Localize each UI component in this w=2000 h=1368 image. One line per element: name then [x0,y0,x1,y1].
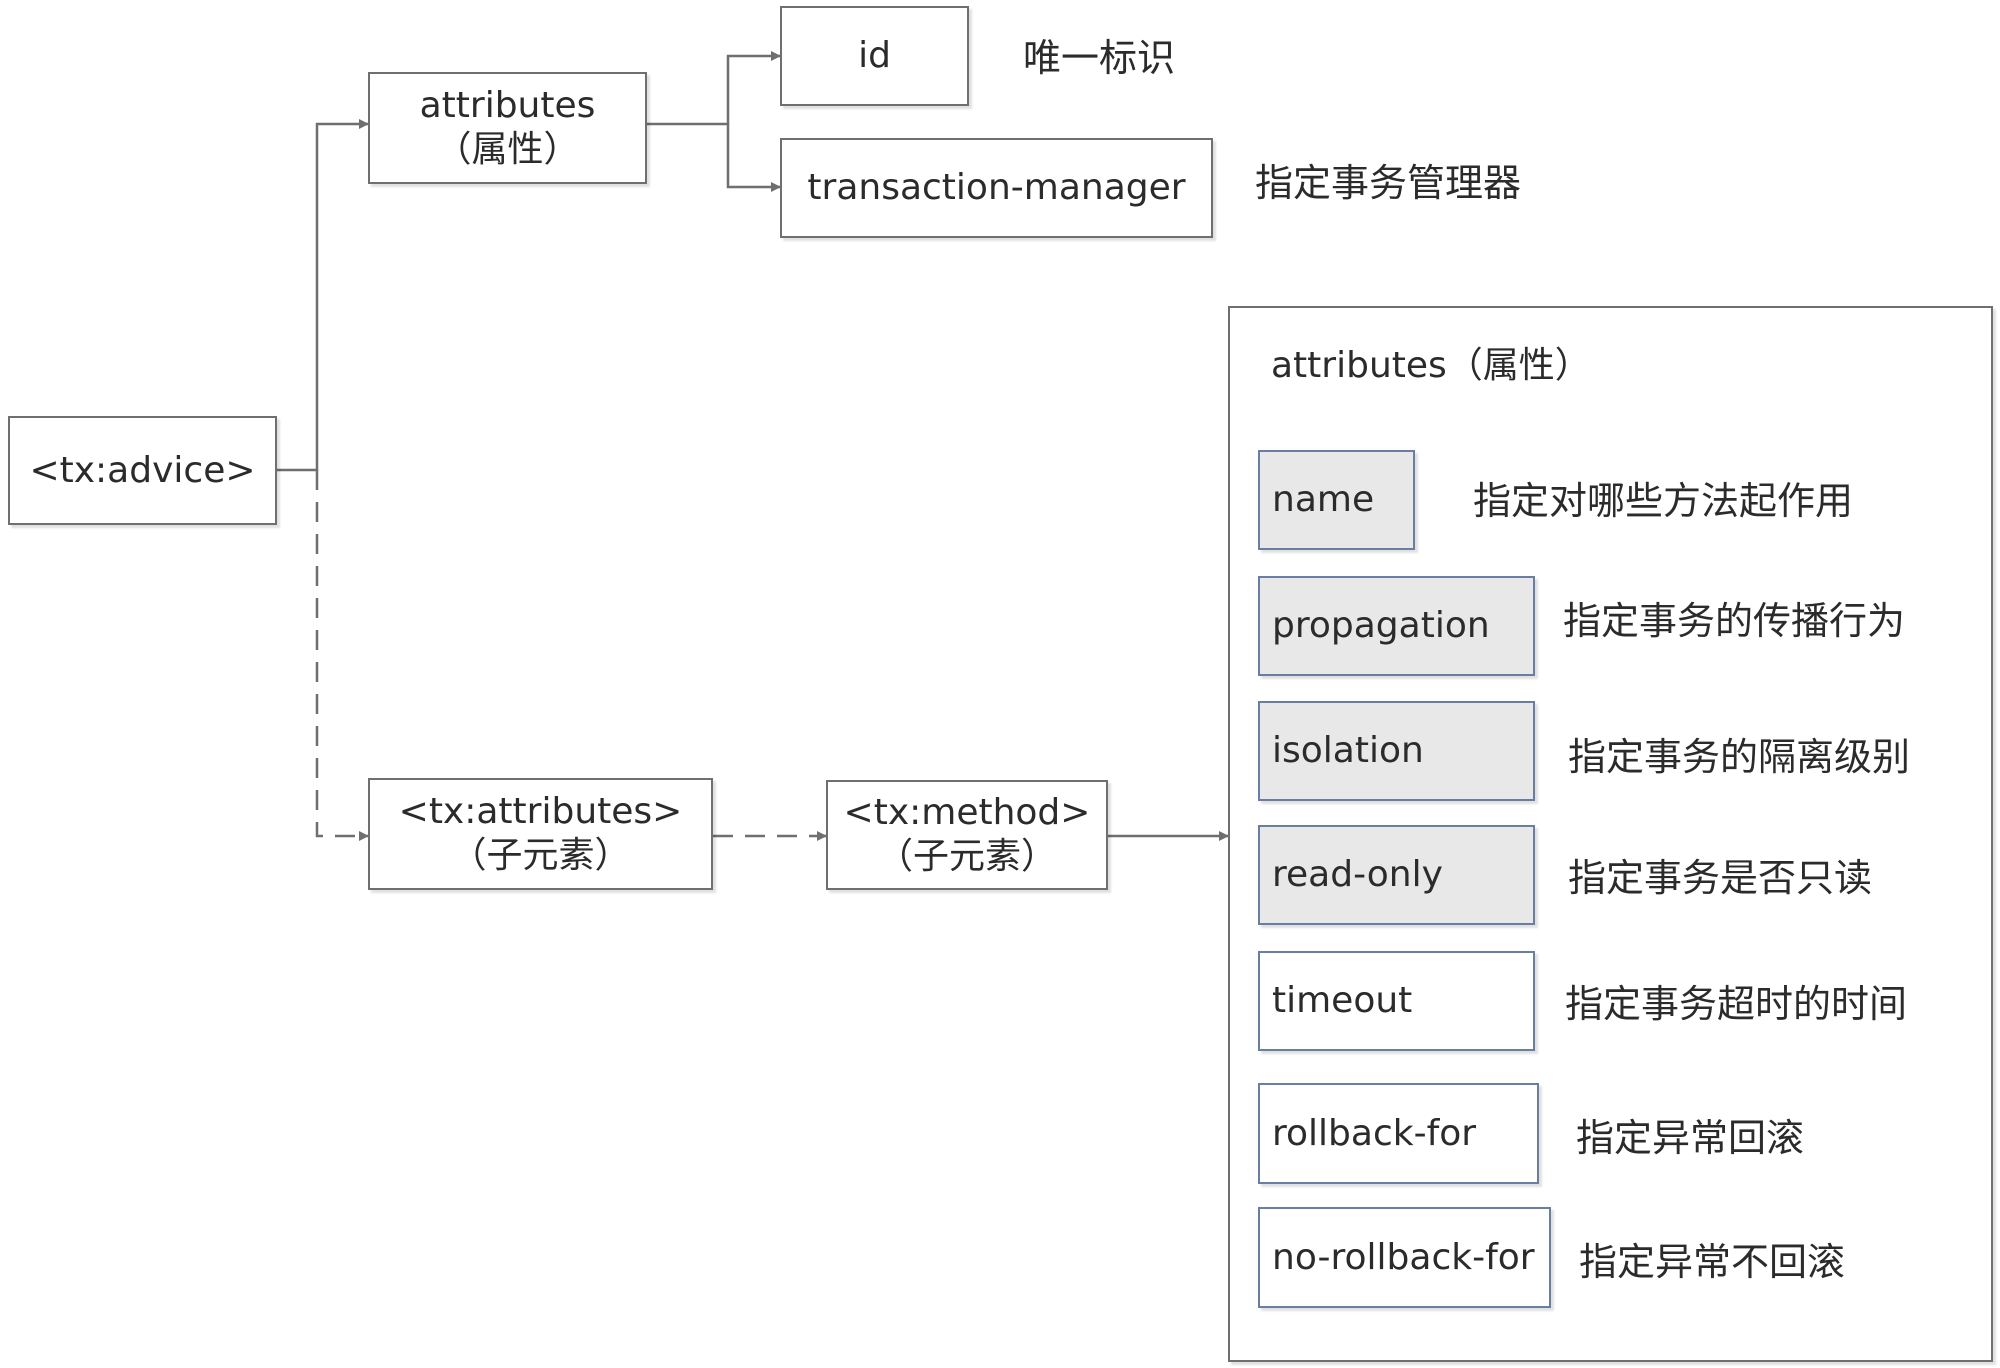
method-attr-isolation-label: isolation [1272,730,1424,772]
method-attr-name-box: name [1258,450,1415,550]
method-attr-propagation-label: propagation [1272,605,1490,647]
attributes-node-line1: attributes [419,85,596,127]
connector-attributes-to-id [647,51,781,126]
tx-advice-node: <tx:advice> [8,416,277,525]
method-attr-name-label: name [1272,479,1375,521]
method-attr-propagation-box: propagation [1258,576,1535,676]
method-attr-no-rollback-for-box: no-rollback-for [1258,1207,1551,1308]
method-attr-read-only-box: read-only [1258,825,1535,925]
attr-id-desc: 唯一标识 [1023,36,1176,80]
tx-attributes-line2: （子元素） [450,835,631,876]
attr-transaction-manager-label: transaction-manager [807,167,1186,209]
connector-attributes-to-transaction-manager [726,124,781,192]
method-attr-read-only-desc: 指定事务是否只读 [1568,856,1873,900]
attributes-node-line2: （属性） [435,129,580,170]
connector-root-to-tx-attributes [315,470,369,841]
method-attributes-panel-title: attributes（属性） [1271,345,1591,386]
tx-attributes-line1: <tx:attributes> [398,791,683,833]
method-attr-rollback-for-desc: 指定异常回滚 [1576,1116,1805,1160]
attributes-node: attributes （属性） [368,72,647,184]
attr-id-node: id [780,6,969,106]
method-attr-timeout-desc: 指定事务超时的时间 [1565,982,1908,1026]
method-attr-timeout-label: timeout [1272,980,1413,1022]
method-attr-name-desc: 指定对哪些方法起作用 [1473,479,1854,523]
method-attr-no-rollback-for-label: no-rollback-for [1272,1236,1535,1278]
method-attr-isolation-box: isolation [1258,701,1535,801]
tx-advice-label: <tx:advice> [29,449,256,491]
method-attr-propagation-desc: 指定事务的传播行为 [1563,599,1906,643]
tx-attributes-node: <tx:attributes> （子元素） [368,778,713,890]
attr-id-label: id [858,35,891,77]
method-attr-isolation-desc: 指定事务的隔离级别 [1568,735,1911,779]
method-attr-rollback-for-box: rollback-for [1258,1083,1539,1184]
attr-transaction-manager-node: transaction-manager [780,138,1213,238]
tx-method-line1: <tx:method> [843,792,1091,834]
method-attr-read-only-label: read-only [1272,854,1443,896]
tx-method-line2: （子元素） [876,836,1057,877]
method-attr-timeout-box: timeout [1258,951,1535,1051]
method-attr-rollback-for-label: rollback-for [1272,1112,1477,1154]
connector-root-to-attributes [277,119,369,472]
tx-method-node: <tx:method> （子元素） [826,780,1108,890]
attr-transaction-manager-desc: 指定事务管理器 [1255,161,1522,205]
method-attr-no-rollback-for-desc: 指定异常不回滚 [1579,1240,1846,1284]
